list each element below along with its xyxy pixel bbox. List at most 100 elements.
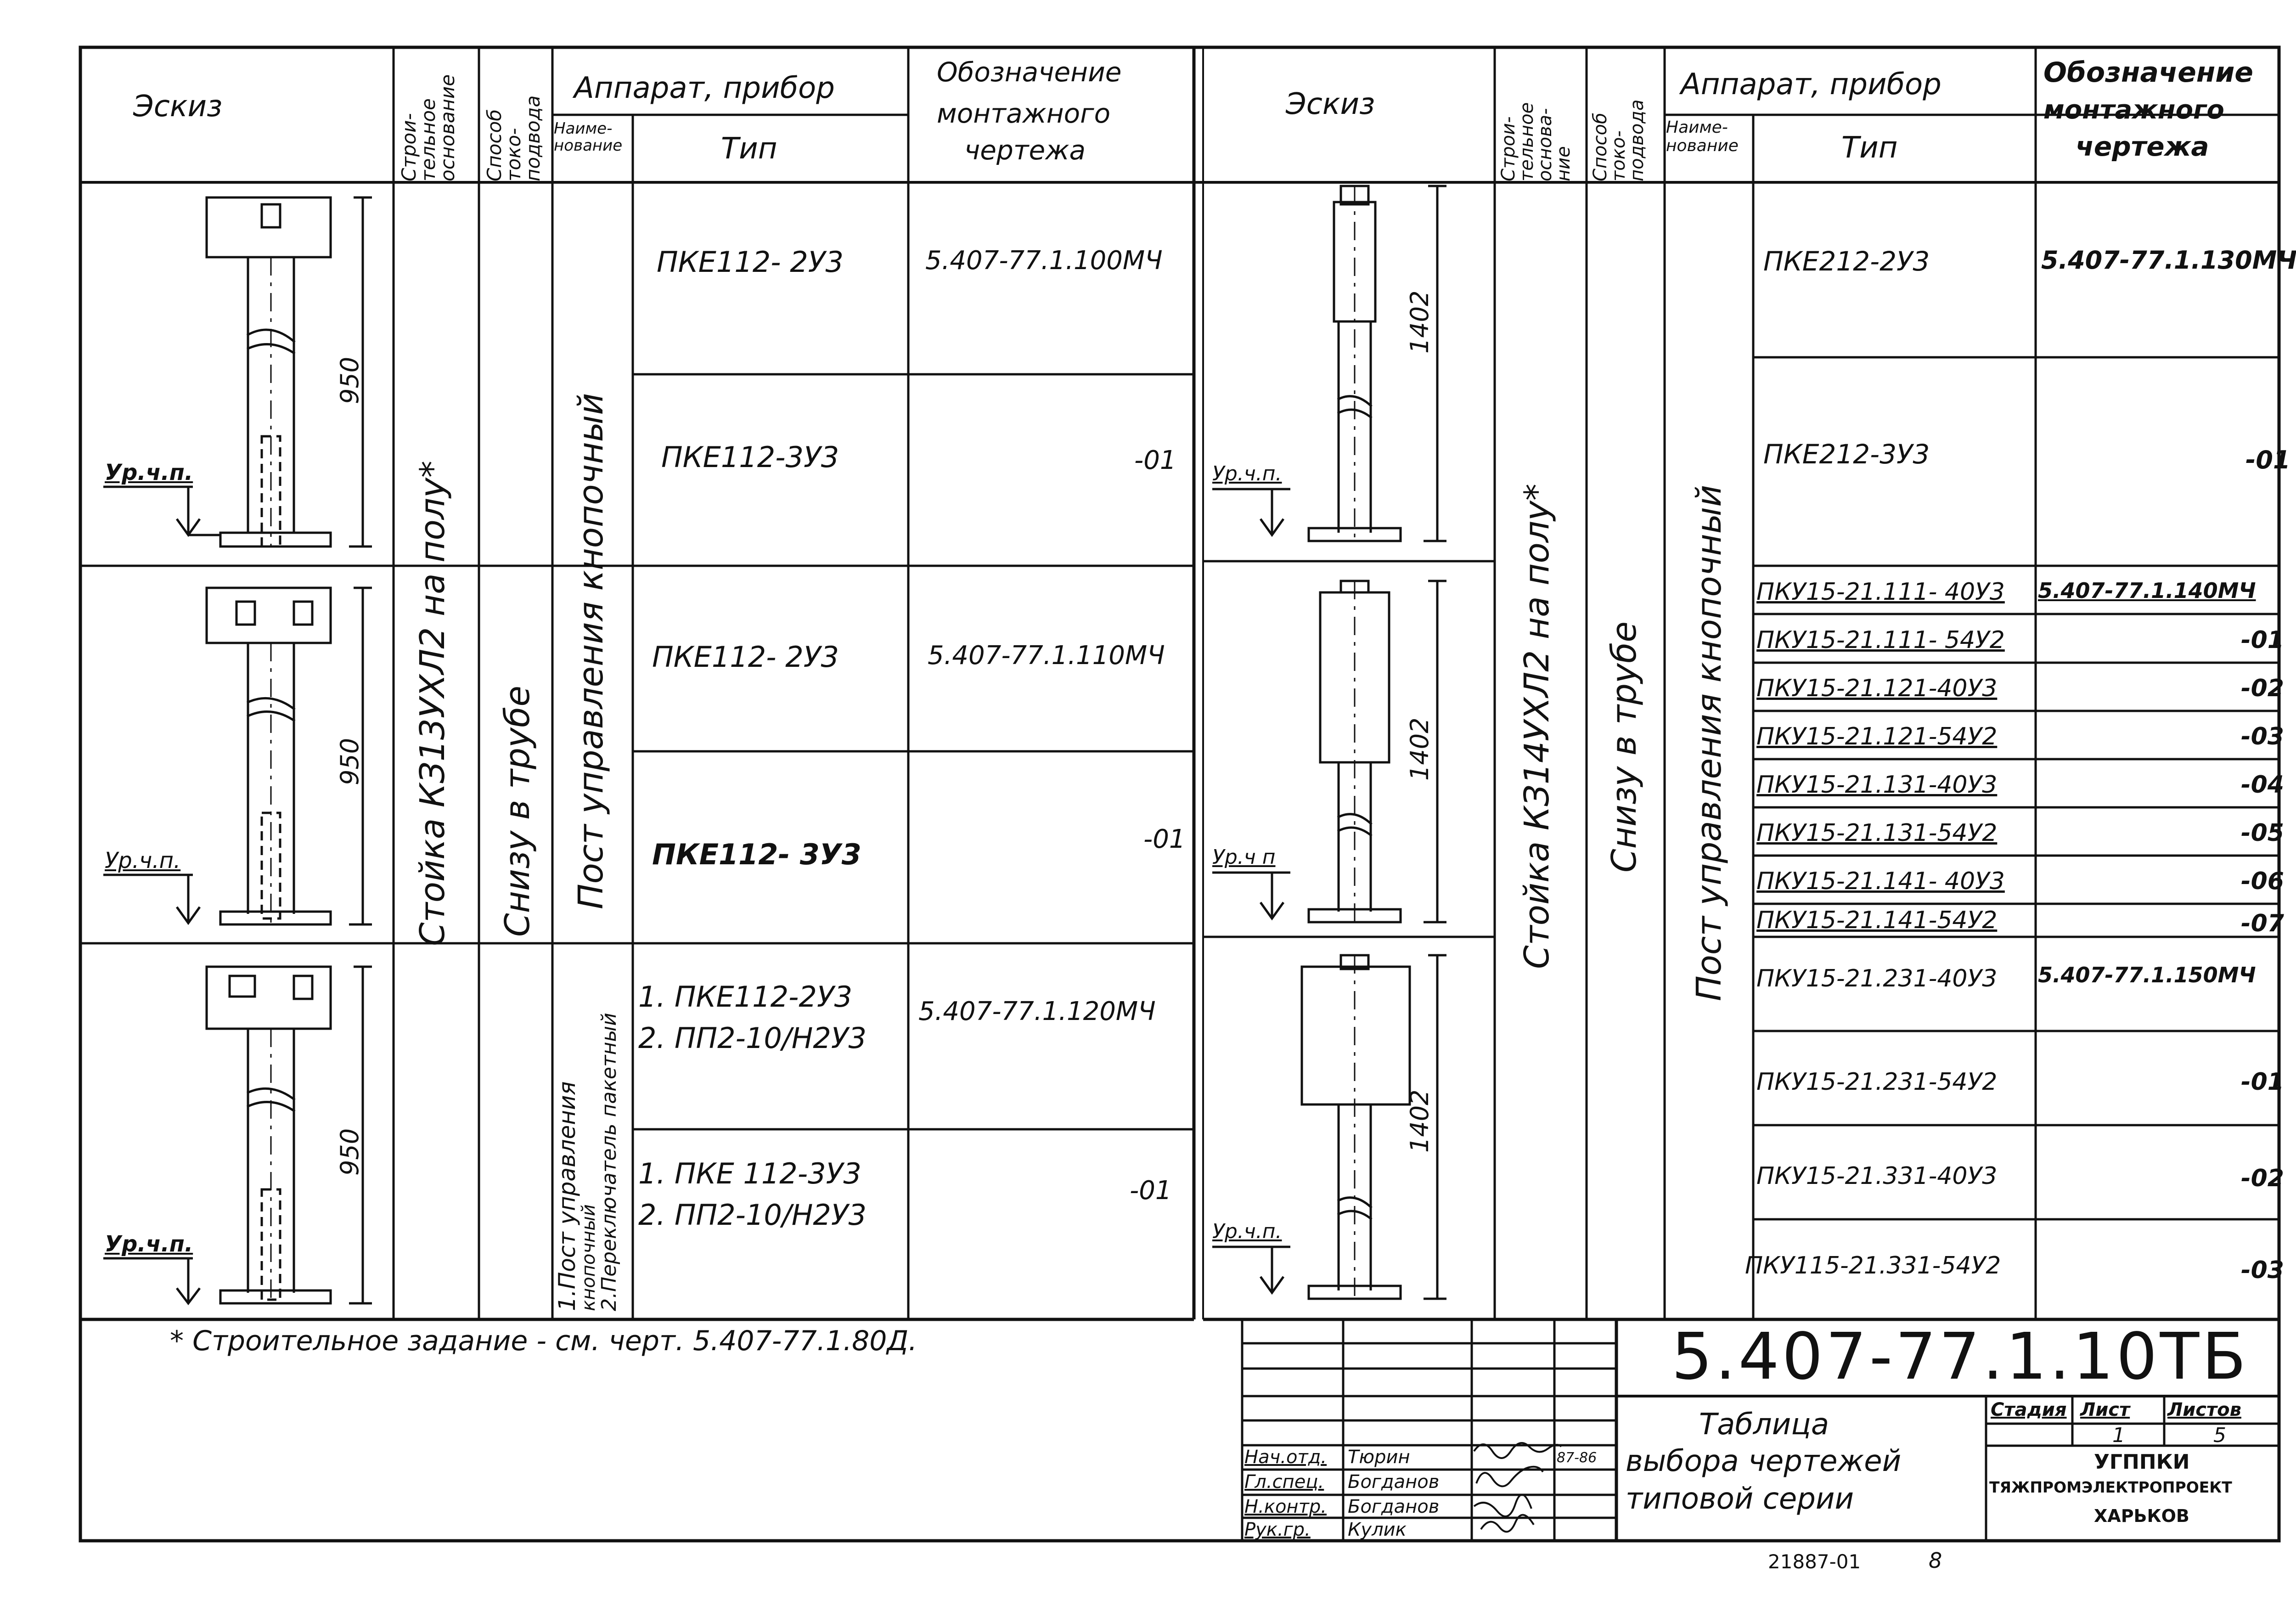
header-apparatus-right: Аппарат, прибор (1681, 68, 1941, 101)
signer-4-role: Рук.гр. (1244, 1519, 1311, 1540)
left-row-5-type2: 2. ПП2-10/Н2У3 (638, 1021, 867, 1055)
signer-1-role: Нач.отд. (1244, 1447, 1327, 1468)
right-level-2: Ур.ч п (1212, 845, 1276, 869)
sheets-label: Листов (2167, 1399, 2241, 1420)
right-level-1: Ур.ч.п. (1212, 462, 1282, 485)
right-row-8-type: ПКУ15-21.131-54У2 (1756, 819, 1998, 847)
footnote: * Строительное задание - см. черт. 5.407… (170, 1325, 917, 1357)
right-row-2-type: ПКЕ212-3У3 (1763, 439, 1930, 470)
right-dim-2: 1402 (1405, 717, 1434, 781)
right-dim-1: 1402 (1405, 290, 1434, 354)
right-row-13-code: -02 (2241, 1165, 2284, 1192)
title-line-1: Таблица (1699, 1408, 1829, 1442)
sheets-value: 5 (2213, 1424, 2226, 1447)
right-row-4-type: ПКУ15-21.111- 54У2 (1756, 626, 2005, 654)
header-drawing-l3: чертежа (964, 135, 1086, 166)
left-row-6-code: -01 (1130, 1176, 1172, 1206)
right-row-8-code: -05 (2241, 819, 2284, 847)
stage-label: Стадия (1991, 1399, 2067, 1420)
right-row-10-type: ПКУ15-21.141-54У2 (1756, 907, 1998, 934)
header-apparatus: Аппарат, прибор (574, 71, 835, 105)
right-row-1-code: 5.407-77.1.130МЧ (2041, 246, 2296, 275)
right-row-7-code: -04 (2241, 771, 2284, 799)
left-row-2-type: ПКЕ112-3У3 (661, 440, 839, 474)
header-name: Наиме- нование (554, 119, 623, 155)
header-drawing-right-l2: монтажного (2043, 95, 2224, 125)
right-row-2-code: -01 (2245, 445, 2290, 474)
left-level-1: Ур.ч.п. (105, 460, 193, 485)
signer-3-role: Н.контр. (1244, 1496, 1327, 1517)
right-row-11-type: ПКУ15-21.231-40У3 (1756, 965, 1998, 992)
sheet-value: 1 (2112, 1424, 2125, 1447)
left-name2-l3: 2.Переключатель пакетный (597, 1013, 621, 1311)
header-feed: Способ токо- подвода (483, 95, 544, 181)
left-row-6-type2: 2. ПП2-10/Н2У3 (638, 1198, 867, 1232)
right-row-5-code: -02 (2241, 675, 2284, 702)
right-row-10-code: -07 (2241, 910, 2284, 937)
right-row-6-type: ПКУ15-21.121-54У2 (1756, 723, 1998, 750)
left-feed-label: Снизу в трубе (498, 686, 537, 937)
left-dim-1: 950 (335, 356, 364, 404)
header-base: Строи- тельное основание (398, 74, 459, 181)
left-level-3: Ур.ч.п. (105, 1231, 193, 1257)
right-row-12-type: ПКУ15-21.231-54У2 (1756, 1068, 1998, 1096)
header-name-right: Наиме- нование (1666, 118, 1739, 155)
left-name-label: Пост управления кнопочный (571, 393, 611, 909)
header-sketch: Эскиз (133, 90, 223, 124)
right-row-14-code: -03 (2241, 1256, 2284, 1284)
left-row-1-code: 5.407-77.1.100МЧ (925, 246, 1163, 276)
left-row-5-code: 5.407-77.1.120МЧ (918, 997, 1156, 1026)
org-line-1: УГППКИ (2094, 1450, 2190, 1474)
signer-3-name: Богданов (1348, 1496, 1440, 1517)
left-dim-2: 950 (335, 738, 364, 785)
header-type-right: Тип (1841, 131, 1898, 165)
sheet-label: Лист (2080, 1399, 2130, 1420)
right-row-6-code: -03 (2241, 723, 2284, 750)
header-base-right: Строи- тельное основа- ние (1498, 102, 1574, 181)
left-row-4-code: -01 (1143, 824, 1186, 854)
right-row-1-type: ПКЕ212-2У3 (1763, 246, 1930, 277)
left-row-4-type: ПКЕ112- 3У3 (652, 838, 861, 871)
left-row-5-type1: 1. ПКЕ112-2У3 (638, 980, 853, 1014)
right-row-3-code: 5.407-77.1.140МЧ (2038, 578, 2256, 603)
right-base-label: Стойка КЗ14УХЛ2 на полу* (1517, 484, 1557, 969)
right-row-12-code: -01 (2241, 1068, 2284, 1096)
title-line-2: выбора чертежей (1626, 1444, 1902, 1478)
left-name2-l1: 1.Пост управления (554, 1081, 580, 1311)
right-row-9-code: -06 (2241, 868, 2284, 895)
header-drawing-right-l3: чертежа (2076, 131, 2209, 162)
left-dim-3: 950 (335, 1128, 364, 1176)
right-row-9-type: ПКУ15-21.141- 40У3 (1756, 868, 2005, 895)
left-name2-l2: кнопочный (578, 1204, 599, 1311)
header-sketch-right: Эскиз (1286, 87, 1375, 121)
header-drawing-l2: монтажного (937, 98, 1111, 129)
left-base-label: Стойка КЗ13УХЛ2 на полу* (413, 461, 452, 946)
right-row-13-type: ПКУ15-21.331-40У3 (1756, 1162, 1998, 1190)
sign-date: 87-86 (1557, 1450, 1597, 1466)
right-row-3-type: ПКУ15-21.111- 40У3 (1756, 578, 2005, 606)
right-feed-label: Снизу в трубе (1604, 621, 1644, 873)
org-line-2: ТЯЖПРОМЭЛЕКТРОПРОЕКТ (1989, 1478, 2232, 1496)
right-row-4-code: -01 (2241, 626, 2284, 654)
archive-page: 8 (1929, 1548, 1942, 1573)
right-name-label: Пост управления кнопочный (1689, 485, 1729, 1001)
left-row-6-type1: 1. ПКЕ 112-3У3 (638, 1157, 861, 1190)
signer-2-name: Богданов (1348, 1471, 1440, 1493)
title-line-3: типовой серии (1626, 1482, 1854, 1516)
right-row-5-type: ПКУ15-21.121-40У3 (1756, 675, 1998, 702)
left-level-2: Ур.ч.п. (105, 848, 181, 873)
signer-2-role: Гл.спец. (1244, 1471, 1324, 1493)
left-row-3-code: 5.407-77.1.110МЧ (928, 641, 1165, 670)
left-row-2-code: -01 (1134, 445, 1176, 475)
left-row-3-type: ПКЕ112- 2У3 (652, 640, 839, 674)
left-row-1-type: ПКЕ112- 2У3 (657, 245, 844, 279)
right-row-7-type: ПКУ15-21.131-40У3 (1756, 771, 1998, 799)
archive-number: 21887-01 (1768, 1550, 1861, 1573)
right-dim-3: 1402 (1405, 1089, 1434, 1153)
header-type: Тип (721, 132, 777, 166)
header-drawing-l1: Обозначение (937, 56, 1122, 88)
doc-code: 5.407-77.1.10ТБ (1671, 1319, 2249, 1394)
org-line-3: ХАРЬКОВ (2094, 1506, 2189, 1526)
signer-4-name: Кулик (1348, 1519, 1407, 1540)
